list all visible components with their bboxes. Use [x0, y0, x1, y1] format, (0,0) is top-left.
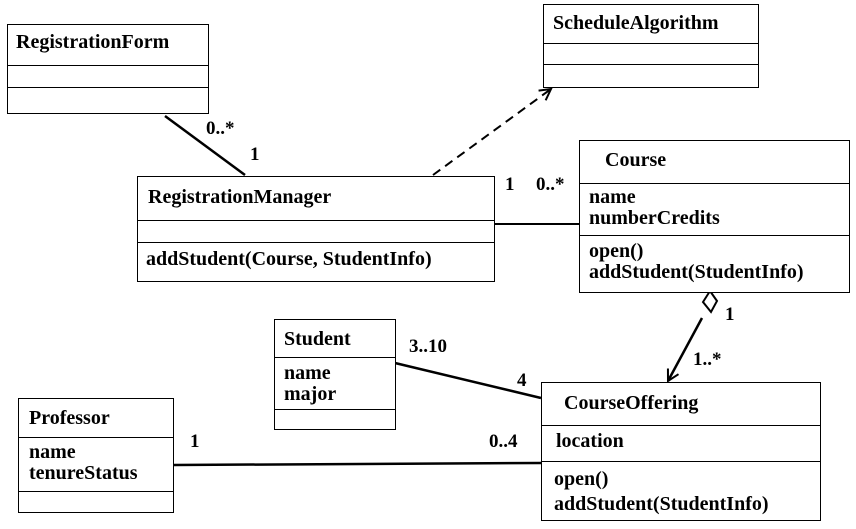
attributes-compartment: name tenureStatus	[19, 437, 173, 491]
operation-add-student: addStudent(StudentInfo)	[554, 493, 769, 515]
multiplicity-form-side: 0..*	[206, 118, 235, 139]
operation-add-student: addStudent(Course, StudentInfo)	[146, 248, 432, 270]
operation-add-student: addStudent(StudentInfo)	[589, 261, 804, 283]
multiplicity-manager-form-side: 1	[250, 144, 260, 165]
student-offering-association	[394, 361, 542, 400]
aggregation-diamond-icon	[701, 289, 719, 314]
operation-open: open()	[554, 468, 609, 490]
class-name: Student	[284, 328, 351, 350]
multiplicity-course-offering-course-side: 1	[725, 304, 735, 325]
class-name: CourseOffering	[564, 392, 699, 414]
class-name: Professor	[29, 407, 110, 429]
class-registration-manager: RegistrationManager addStudent(Course, S…	[137, 176, 495, 282]
multiplicity-student-side: 3..10	[409, 336, 447, 357]
operations-compartment	[8, 87, 208, 112]
class-course-offering: CourseOffering location open() addStuden…	[541, 382, 821, 521]
attributes-compartment: location	[542, 425, 820, 461]
form-manager-association	[164, 114, 246, 177]
class-name: ScheduleAlgorithm	[553, 12, 719, 34]
attribute-name: name	[29, 441, 76, 463]
operations-compartment: open() addStudent(StudentInfo)	[542, 461, 820, 519]
multiplicity-professor-side: 1	[190, 431, 200, 452]
class-schedule-algorithm: ScheduleAlgorithm	[543, 4, 759, 88]
manager-schedule-dependency	[432, 89, 551, 176]
class-name: Course	[605, 149, 667, 171]
operation-open: open()	[589, 240, 644, 262]
class-student: Student name major	[274, 319, 396, 430]
attribute-location: location	[556, 430, 624, 452]
attributes-compartment	[544, 43, 758, 64]
attribute-tenure-status: tenureStatus	[29, 462, 138, 484]
class-professor: Professor name tenureStatus	[18, 398, 174, 513]
attribute-major: major	[284, 383, 337, 405]
operations-compartment: open() addStudent(StudentInfo)	[580, 235, 849, 291]
attribute-number-credits: numberCredits	[589, 207, 720, 229]
attribute-name: name	[589, 186, 636, 208]
operations-compartment	[275, 409, 395, 428]
class-name: RegistrationManager	[148, 186, 332, 208]
attributes-compartment	[8, 65, 208, 87]
class-registration-form: RegistrationForm	[7, 24, 209, 114]
operations-compartment	[544, 64, 758, 87]
attributes-compartment	[138, 220, 494, 242]
professor-offering-association	[173, 461, 542, 467]
attributes-compartment: name numberCredits	[580, 183, 849, 235]
multiplicity-manager-course-side: 1	[505, 174, 515, 195]
attribute-name: name	[284, 362, 331, 384]
course-offering-aggregation-line	[666, 317, 704, 381]
multiplicity-offering-course-side: 1..*	[693, 349, 722, 370]
multiplicity-offering-professor-side: 0..4	[489, 431, 518, 452]
class-course: Course name numberCredits open() addStud…	[579, 140, 850, 293]
multiplicity-offering-student-side: 4	[517, 370, 527, 391]
class-name: RegistrationForm	[16, 31, 170, 53]
multiplicity-course-manager-side: 0..*	[536, 174, 565, 195]
operations-compartment	[19, 491, 173, 511]
operations-compartment: addStudent(Course, StudentInfo)	[138, 242, 494, 280]
attributes-compartment: name major	[275, 357, 395, 409]
